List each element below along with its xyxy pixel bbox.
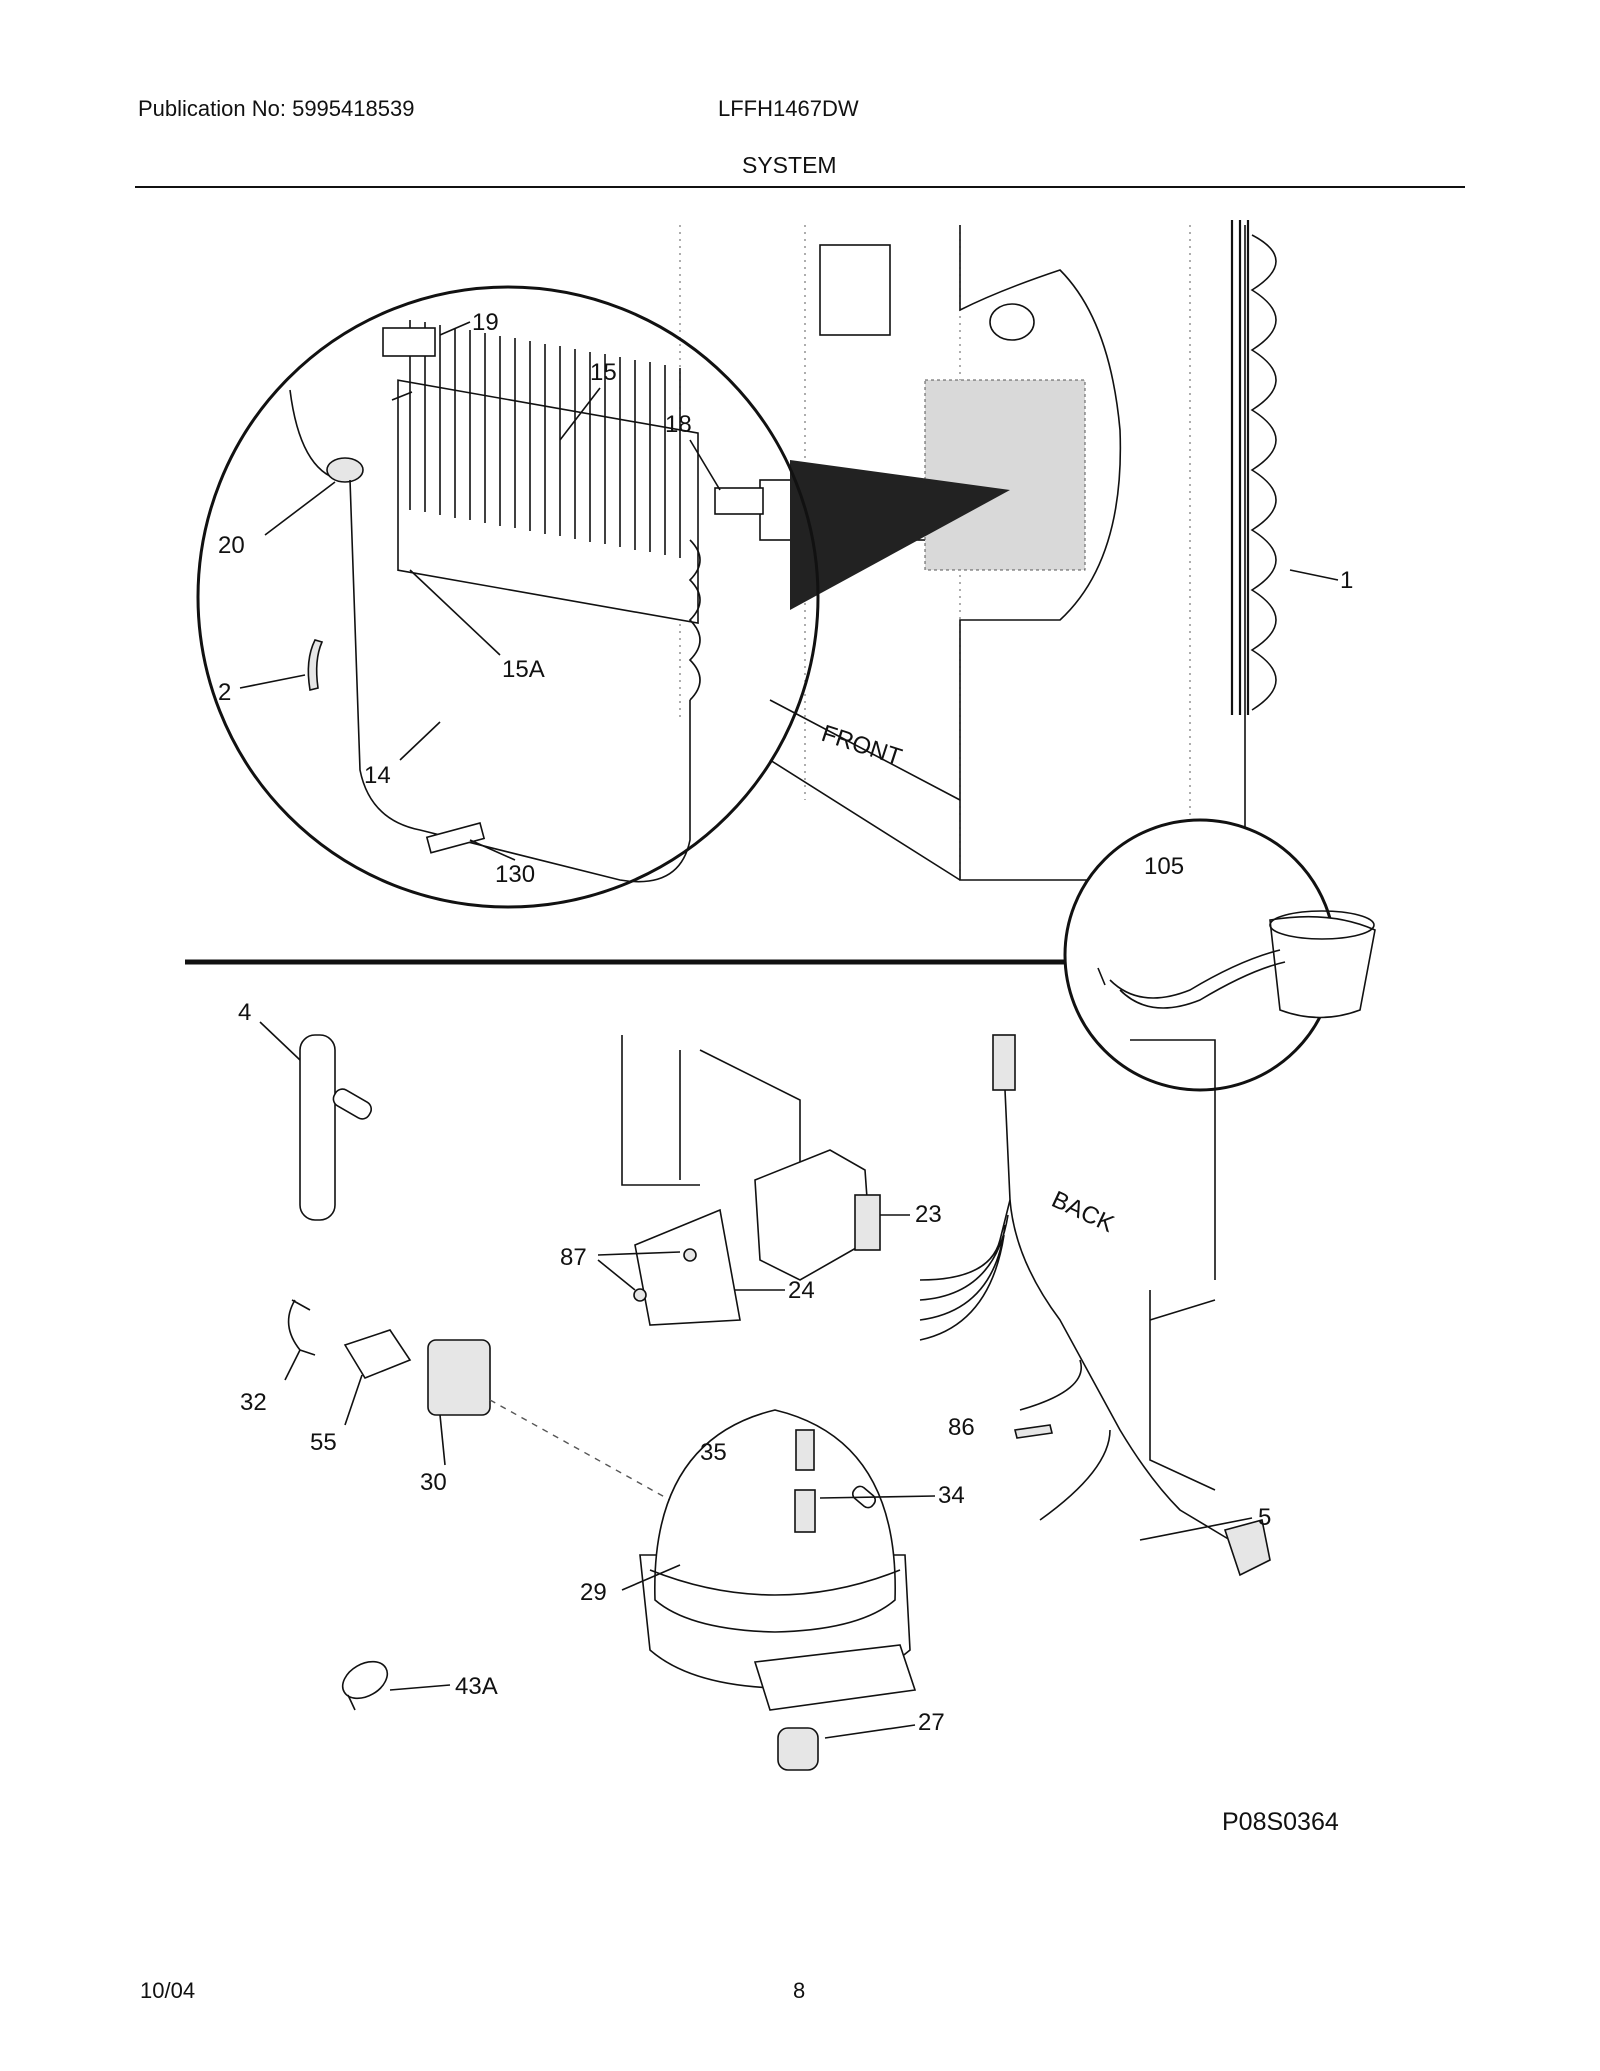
callout-86: 86 xyxy=(948,1414,975,1441)
callout-34: 34 xyxy=(938,1482,965,1509)
part-24-bracket xyxy=(634,1208,741,1326)
callout-18: 18 xyxy=(665,411,692,438)
leader-34 xyxy=(819,1495,936,1499)
callout-29: 29 xyxy=(580,1579,607,1606)
leader-130 xyxy=(469,839,516,861)
condenser-coil xyxy=(1230,220,1277,715)
back-label: BACK xyxy=(1047,1186,1118,1238)
callout-20: 20 xyxy=(218,532,245,559)
insulation-area xyxy=(924,379,1086,571)
part-5-power-cord xyxy=(919,1034,1271,1577)
part-18 xyxy=(714,487,764,515)
callout-27: 27 xyxy=(918,1709,945,1736)
callout-4: 4 xyxy=(238,999,251,1026)
callout-105: 105 xyxy=(1144,853,1184,880)
leader-15 xyxy=(559,387,601,441)
leader-29 xyxy=(621,1564,681,1591)
part-34-grommet xyxy=(794,1489,816,1533)
evaporator-detail-pointer xyxy=(790,460,1010,610)
part-27-grommet xyxy=(777,1727,819,1771)
leader-20 xyxy=(264,481,336,536)
part-43a-clamp xyxy=(341,1660,389,1711)
callout-2: 2 xyxy=(218,679,231,706)
leader-55 xyxy=(344,1374,363,1426)
front-label: FRONT xyxy=(818,720,905,771)
footer-date: 10/04 xyxy=(140,1978,196,2003)
part-29-compressor xyxy=(639,1409,917,1711)
leader-32 xyxy=(284,1349,301,1381)
callout-15: 15 xyxy=(590,359,617,386)
leader-87 xyxy=(597,1251,681,1291)
part-32-clip xyxy=(287,1299,316,1356)
leader-1 xyxy=(1289,569,1339,581)
part-30-relay xyxy=(427,1339,491,1416)
part-130 xyxy=(425,822,486,854)
publication-number: Publication No: 5995418539 xyxy=(138,96,415,121)
callout-55: 55 xyxy=(310,1429,337,1456)
leader-43a xyxy=(389,1684,451,1691)
relay-mount-dashline xyxy=(489,1399,671,1501)
model-number: LFFH1467DW xyxy=(718,96,859,121)
leader-2 xyxy=(239,674,306,689)
cabinet-upper-illustration: FRONT xyxy=(679,225,1246,881)
part-4-drier xyxy=(299,1034,373,1221)
callout-15a: 15A xyxy=(502,656,545,683)
leader-5 xyxy=(1139,1517,1253,1541)
part-14-tube xyxy=(349,479,691,883)
part-2 xyxy=(307,639,324,691)
part-87-screw-a xyxy=(683,1248,697,1262)
leader-27 xyxy=(824,1724,916,1739)
leader-14 xyxy=(399,721,441,761)
evaporator xyxy=(397,320,701,701)
evaporator-detail-circle xyxy=(196,285,820,909)
part-20 xyxy=(326,457,364,483)
callout-130: 130 xyxy=(495,861,535,888)
header-rule xyxy=(135,186,1465,188)
leader-4 xyxy=(259,1021,301,1061)
part-86-screw xyxy=(1014,1424,1053,1439)
leader-18 xyxy=(689,439,721,491)
part-87-screw-b xyxy=(633,1288,647,1302)
drain-pan-105 xyxy=(1097,910,1376,1019)
callout-23: 23 xyxy=(915,1201,942,1228)
callout-19: 19 xyxy=(472,309,499,336)
callout-32: 32 xyxy=(240,1389,267,1416)
leader-30 xyxy=(439,1414,446,1466)
diagram-code: P08S0364 xyxy=(1222,1808,1339,1836)
page-number: 8 xyxy=(793,1978,806,2003)
section-title: SYSTEM xyxy=(742,152,837,178)
callout-14: 14 xyxy=(364,762,391,789)
callout-87: 87 xyxy=(560,1244,587,1271)
part-19 xyxy=(382,327,436,357)
leader-15a xyxy=(409,569,501,656)
part-55-overload xyxy=(343,1329,412,1379)
callout-24: 24 xyxy=(788,1277,815,1304)
callout-35: 35 xyxy=(700,1439,727,1466)
callout-43a: 43A xyxy=(455,1673,498,1700)
callout-1: 1 xyxy=(1340,567,1353,594)
part-23-timer xyxy=(754,1149,881,1281)
leader-19 xyxy=(439,321,471,336)
callout-30: 30 xyxy=(420,1469,447,1496)
callout-5: 5 xyxy=(1258,1504,1271,1531)
part-35-bolt xyxy=(795,1429,815,1471)
part-15a-tube xyxy=(391,391,413,401)
